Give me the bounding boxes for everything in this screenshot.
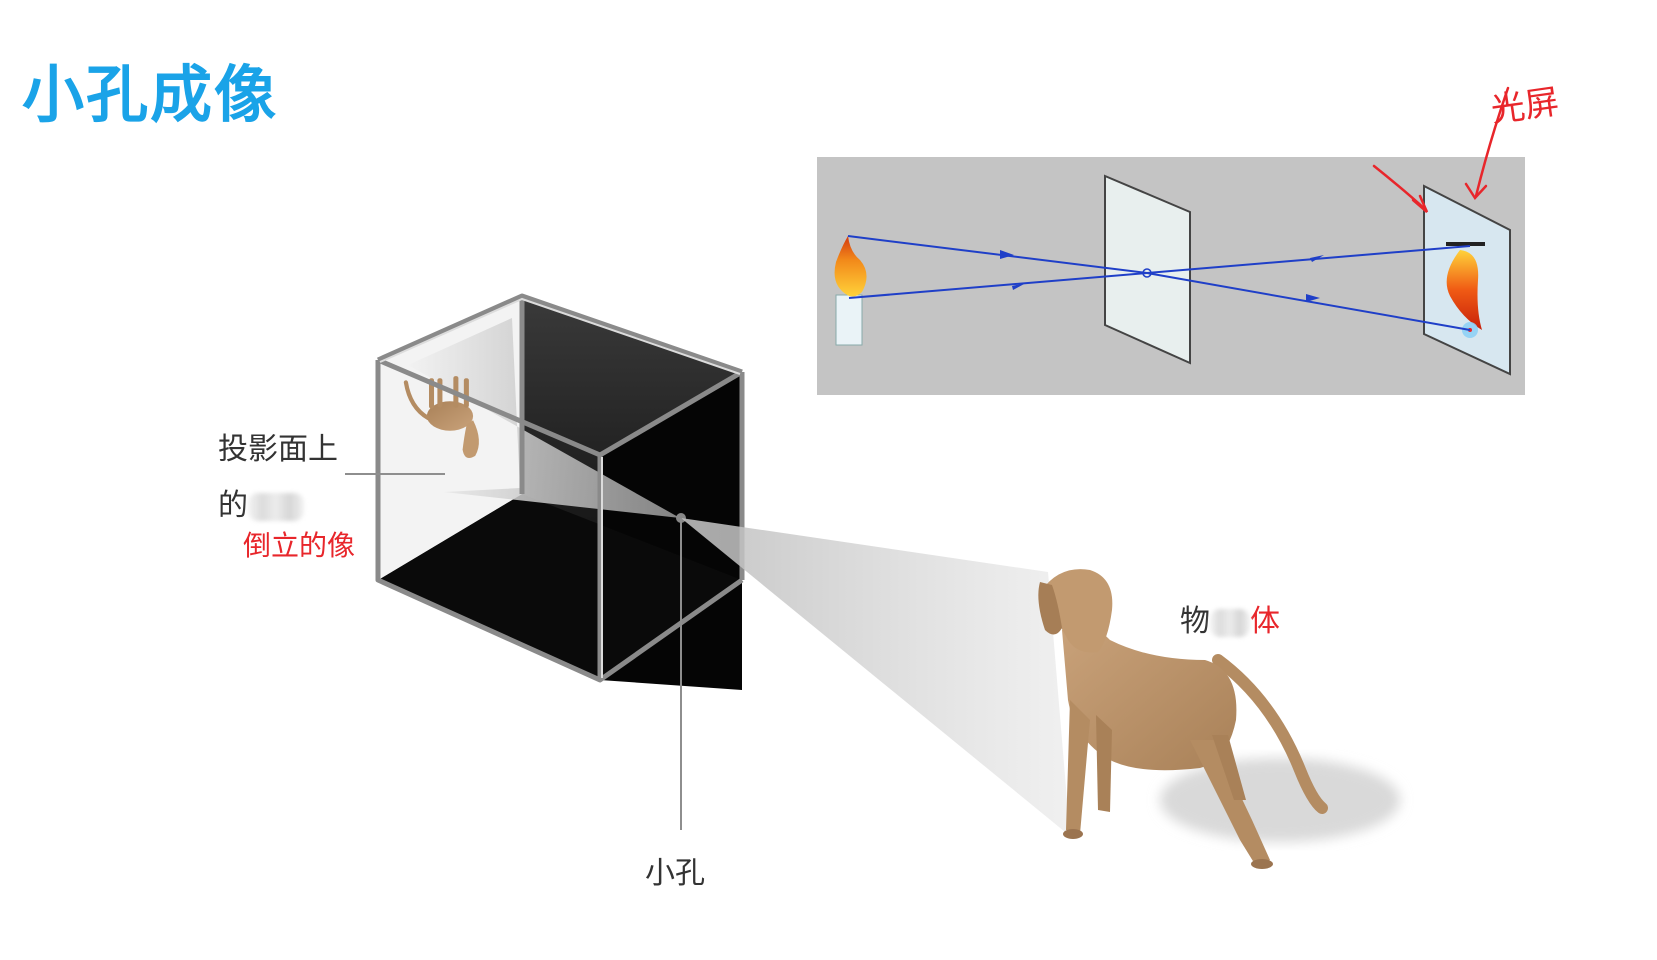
inverted-image-annotation: 倒立的像 bbox=[243, 529, 356, 562]
inset-flame-diagram bbox=[817, 157, 1525, 395]
ray-top-in bbox=[847, 235, 1148, 274]
arrow-from-note bbox=[1474, 86, 1510, 198]
box-frame-top-right bbox=[598, 369, 744, 458]
inverted-flame bbox=[1446, 250, 1482, 330]
handwritten-annotation bbox=[1372, 86, 1510, 213]
box-frame-left bbox=[375, 360, 744, 683]
projection-label-line1: 投影面上 bbox=[218, 432, 338, 467]
dog-shadow bbox=[1160, 758, 1400, 842]
arrowhead-left bbox=[1411, 194, 1429, 213]
pinhole-label: 小孔 bbox=[645, 856, 705, 891]
candle-body bbox=[835, 294, 863, 346]
ray-arrow bbox=[1306, 294, 1320, 302]
object-label: 物体 bbox=[1180, 604, 1280, 639]
projection-label-line2: 的 bbox=[218, 480, 304, 524]
inner-light-cone bbox=[408, 318, 680, 518]
candle-flame bbox=[834, 236, 867, 297]
obscured-text bbox=[1210, 608, 1250, 637]
outer-light-cone bbox=[681, 518, 1070, 836]
obscured-text bbox=[248, 492, 304, 521]
handwritten-note: 光屏 bbox=[1488, 82, 1561, 131]
box-floor bbox=[378, 494, 742, 680]
object-suffix-annotation: 体 bbox=[1250, 604, 1280, 639]
ray-top-out bbox=[1146, 272, 1471, 331]
ray-arrow bbox=[1000, 250, 1014, 259]
ray-bottom-out bbox=[1146, 245, 1471, 274]
camera-box-group bbox=[375, 293, 745, 690]
ray-arrow bbox=[1012, 283, 1026, 290]
ray-arrow bbox=[1310, 255, 1324, 262]
slide-title: 小孔成像 bbox=[22, 58, 279, 131]
arrowhead-right bbox=[1464, 182, 1488, 201]
ray-bottom-in bbox=[848, 272, 1148, 299]
dog-object bbox=[1038, 569, 1328, 869]
box-frame-front-top bbox=[377, 357, 601, 458]
